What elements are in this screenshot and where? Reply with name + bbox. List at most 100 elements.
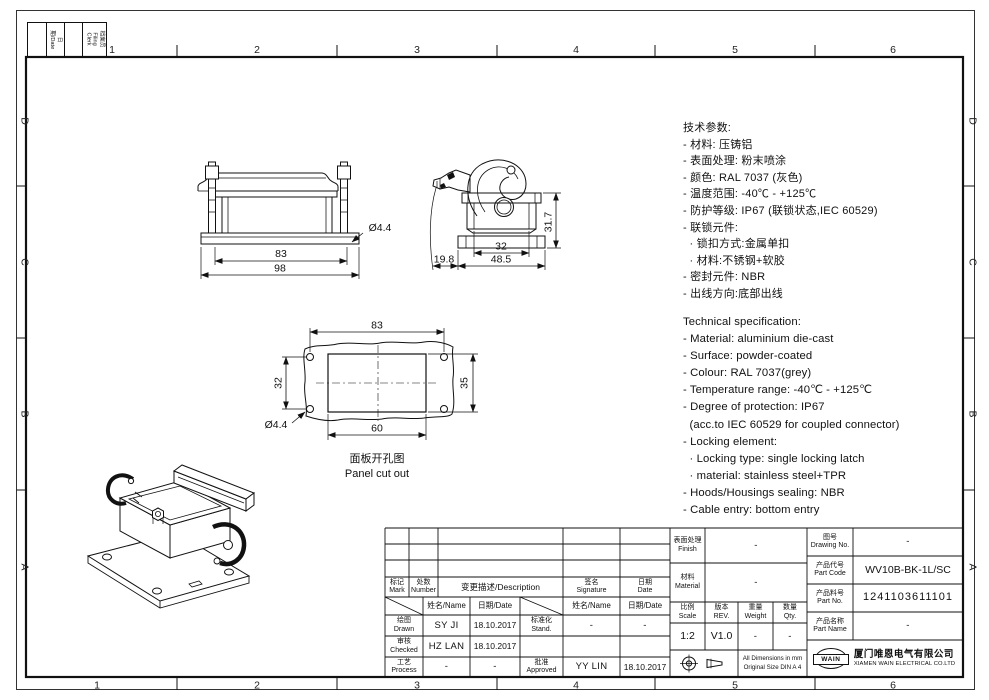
front-dim-98: 98 — [274, 263, 286, 275]
mark-label: 标记 Mark — [389, 578, 405, 594]
seal-profile — [466, 228, 537, 234]
housing-body — [221, 196, 333, 234]
zone-bottom-4: 4 — [573, 680, 579, 692]
process-name: - — [444, 661, 449, 673]
checked-label: 审核 Checked — [390, 638, 418, 654]
company-cell: WAIN 厦门唯恩电气有限公司 XIAMEN WAIN ELECTRICAL C… — [807, 640, 963, 677]
qty-label: 数量 Qty. — [783, 604, 797, 620]
iso-center-bolt — [152, 507, 164, 524]
side-dim-19-8: 19.8 — [434, 254, 455, 266]
checked-date: 18.10.2017 — [473, 641, 517, 652]
finish-label: 表面处理 Finish — [673, 537, 702, 553]
rim-band — [212, 190, 338, 198]
title-block-grid — [384, 527, 963, 677]
isometric-view — [86, 464, 256, 609]
latch-pin-right — [337, 161, 351, 234]
zone-bottom-2: 2 — [254, 680, 260, 692]
date-label: 日期 Date — [637, 578, 653, 594]
part-name-label: 产品名称 Part Name — [813, 617, 847, 633]
filing-cell-empty-1 — [28, 23, 46, 56]
drawing-no-value: - — [906, 536, 910, 548]
zone-left-b: B — [19, 410, 31, 417]
panel-dim-83: 83 — [371, 320, 383, 332]
weight-label: 重量 Weight — [744, 604, 767, 620]
sheet-frame — [16, 10, 975, 690]
zone-bottom-1: 1 — [94, 680, 100, 692]
zone-right-d: D — [967, 117, 979, 125]
front-hole-callout: Ø4.4 — [369, 222, 392, 234]
mounting-holes — [306, 353, 448, 413]
zone-bottom-5: 5 — [732, 680, 738, 692]
company-name-cn: 厦门唯恩电气有限公司 — [853, 648, 954, 660]
technical-notes-cn: 技术参数: - 材料: 压铸铝 - 表面处理: 粉末喷涂 - 颜色: RAL 7… — [683, 122, 878, 300]
wain-logo-icon: WAIN — [812, 648, 849, 669]
zone-right-b: B — [967, 410, 979, 417]
description-label: 变更描述/Description — [461, 581, 540, 592]
flange — [200, 232, 360, 245]
filing-cell-empty-2 — [64, 23, 82, 56]
filing-strip: 日期/Date 档案员 Filing Clerk — [27, 22, 107, 57]
approved-name: YY LIN — [575, 661, 608, 673]
zone-top-5: 5 — [732, 44, 738, 56]
date-header-1: 日期/Date — [477, 601, 513, 611]
stand-label: 标准化 Stand. — [531, 617, 552, 633]
zone-right-a: A — [967, 563, 979, 570]
wain-logo-text: WAIN — [812, 654, 849, 665]
part-name-value: - — [906, 620, 910, 632]
panel-cutout-view: 83 32 35 60 Ø4.4 面板开孔图 Panel cut out — [265, 320, 478, 480]
cover-outline — [197, 172, 339, 191]
side-view: 31.7 32 48.5 19.8 — [429, 159, 561, 271]
rev-value: V1.0 — [710, 630, 733, 643]
scale-value: 1:2 — [680, 630, 695, 643]
name-header-2: 姓名/Name — [572, 601, 611, 611]
stand-name: - — [589, 619, 594, 631]
drawn-date: 18.10.2017 — [473, 620, 517, 631]
side-dim-48-5: 48.5 — [491, 254, 512, 266]
zone-top-1: 1 — [109, 44, 115, 56]
zone-left-d: D — [19, 117, 31, 125]
zone-top-4: 4 — [573, 44, 579, 56]
filing-cell-clerk: 档案员 Filing Clerk — [82, 23, 106, 56]
weight-value: - — [753, 630, 758, 642]
technical-notes-en: Technical specification: - Material: alu… — [683, 316, 900, 517]
dims-note: All Dimensions in mm Original Size DIN A… — [742, 655, 803, 671]
locking-lever — [467, 159, 527, 217]
zone-left-c: C — [19, 258, 31, 266]
signature-label: 签名 Signature — [576, 578, 607, 594]
material-value: - — [754, 576, 758, 588]
panel-caption-en: Panel cut out — [345, 468, 409, 480]
zone-left-a: A — [19, 563, 31, 570]
zone-right-c: C — [967, 258, 979, 266]
panel-caption-cn: 面板开孔图 — [350, 451, 405, 465]
latch-pivot-arm — [432, 169, 471, 193]
stand-date: - — [643, 619, 647, 631]
side-body — [466, 202, 537, 230]
approved-date: 18.10.2017 — [623, 661, 667, 672]
name-header-1: 姓名/Name — [427, 601, 466, 611]
part-code-value: WV10B-BK-1L/SC — [865, 563, 951, 576]
panel-dim-32: 32 — [273, 377, 285, 389]
process-label: 工艺 Process — [391, 658, 417, 674]
zone-top-2: 2 — [254, 44, 260, 56]
centerlines — [316, 345, 438, 421]
drawing-no-label: 图号 Drawing No. — [810, 533, 850, 549]
iso-cover-bar — [172, 464, 256, 512]
process-date: - — [493, 661, 497, 673]
panel-dim-35: 35 — [459, 377, 471, 389]
zone-bottom-3: 3 — [414, 680, 420, 692]
side-flange — [457, 235, 546, 249]
scale-label: 比例 Scale — [678, 604, 697, 620]
part-no-value: 1241103611101 — [862, 591, 954, 604]
drawn-label: 绘图 Drawn — [393, 617, 415, 633]
latch-pin-left — [205, 161, 219, 234]
qty-value: - — [788, 630, 792, 642]
side-dim-32: 32 — [495, 241, 507, 253]
first-angle-projection-icon — [680, 654, 723, 673]
company-name: 厦门唯恩电气有限公司 XIAMEN WAIN ELECTRICAL CO.LTD — [853, 648, 955, 668]
iso-latch-right — [212, 522, 247, 567]
drawn-name: SY JI — [434, 619, 459, 631]
filing-cell-date: 日期/Date — [46, 23, 64, 56]
material-label: 材料 Material — [675, 574, 700, 590]
